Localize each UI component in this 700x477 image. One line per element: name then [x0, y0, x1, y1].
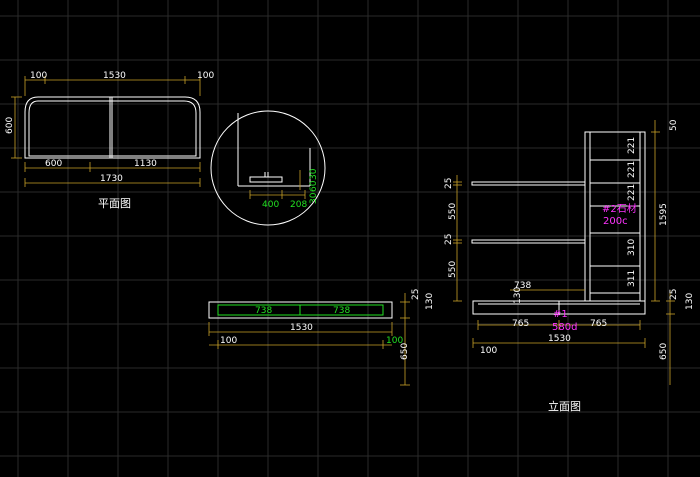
- elev-left-bottom-dim: 100: [480, 346, 497, 356]
- elev-rdim-3: 221: [627, 184, 637, 201]
- elev-odim-130: 130: [685, 293, 695, 310]
- plan-dim-bottom-left: 600: [45, 159, 62, 169]
- elev-inner-vdim: 130: [513, 287, 523, 304]
- detail-dimensions: [249, 170, 306, 199]
- detail-vdim-2: 60: [309, 180, 319, 192]
- plan-dim-bottom-right: 1130: [134, 159, 157, 169]
- detail-dim-400: 400: [262, 200, 279, 210]
- upper-shelf: [471, 181, 586, 186]
- elev-rdim-5: 311: [627, 270, 637, 287]
- elev-odim-25: 25: [669, 289, 679, 300]
- elev-ldim-4: 550: [448, 261, 458, 278]
- detail-circle: [210, 110, 326, 226]
- elevation-dimensions: [453, 120, 675, 385]
- material-label-bottom-sub: 580d: [552, 322, 577, 333]
- plan-dim-left: 600: [5, 117, 15, 134]
- front-vdim-25: 25: [411, 289, 421, 300]
- plan-outline: [24, 96, 201, 159]
- elevation-title: 立面图: [548, 399, 581, 413]
- elev-ldim-2: 550: [448, 203, 458, 220]
- detail-outline: [210, 110, 326, 226]
- front-green-dim-right: 738: [333, 306, 350, 316]
- elev-odim-50: 50: [669, 119, 679, 131]
- plan-dim-top-right: 100: [197, 71, 214, 81]
- elevation-view: [471, 131, 646, 315]
- material-label-top: #2石材: [602, 202, 637, 215]
- middle-shelf: [471, 239, 586, 244]
- elev-odim-650: 650: [659, 343, 669, 360]
- elev-rdim-4: 310: [627, 239, 637, 256]
- front-dimensions: [208, 293, 410, 386]
- elev-inner-dim: 738: [514, 281, 531, 291]
- plan-dim-top-center: 1530: [103, 71, 126, 81]
- elev-ldim-1: 25: [444, 178, 454, 189]
- front-green-dim-left: 738: [255, 306, 272, 316]
- elev-ldim-3: 25: [444, 234, 454, 245]
- material-label-bottom: #1: [553, 309, 568, 320]
- elev-odim-1595: 1595: [659, 203, 669, 226]
- front-vdim-130: 130: [425, 293, 435, 310]
- material-label-top-sub: 200c: [603, 216, 628, 227]
- plan-dim-top-left: 100: [30, 71, 47, 81]
- front-outline: [208, 301, 393, 319]
- elev-bottom-dim-left: 765: [512, 319, 529, 329]
- detail-vdim-1: 30: [309, 168, 319, 180]
- detail-dim-208: 208: [290, 200, 307, 210]
- front-dim-left: 100: [220, 336, 237, 346]
- elev-total-dim: 1530: [548, 334, 571, 344]
- plan-inner-outline: [28, 100, 197, 157]
- front-dim-center: 1530: [290, 323, 313, 333]
- plan-dimensions: [11, 76, 201, 187]
- elev-rdim-1: 221: [627, 137, 637, 154]
- elev-rdim-2: 221: [627, 161, 637, 178]
- detail-vdim-3: 30: [309, 192, 319, 204]
- front-view: [208, 301, 393, 319]
- plan-view: [24, 96, 201, 159]
- elev-bottom-dim-right: 765: [590, 319, 607, 329]
- plan-dim-total: 1730: [100, 174, 123, 184]
- front-vdim-650: 650: [400, 343, 410, 360]
- plan-title: 平面图: [98, 197, 131, 210]
- front-dim-right-green: 100: [386, 336, 403, 346]
